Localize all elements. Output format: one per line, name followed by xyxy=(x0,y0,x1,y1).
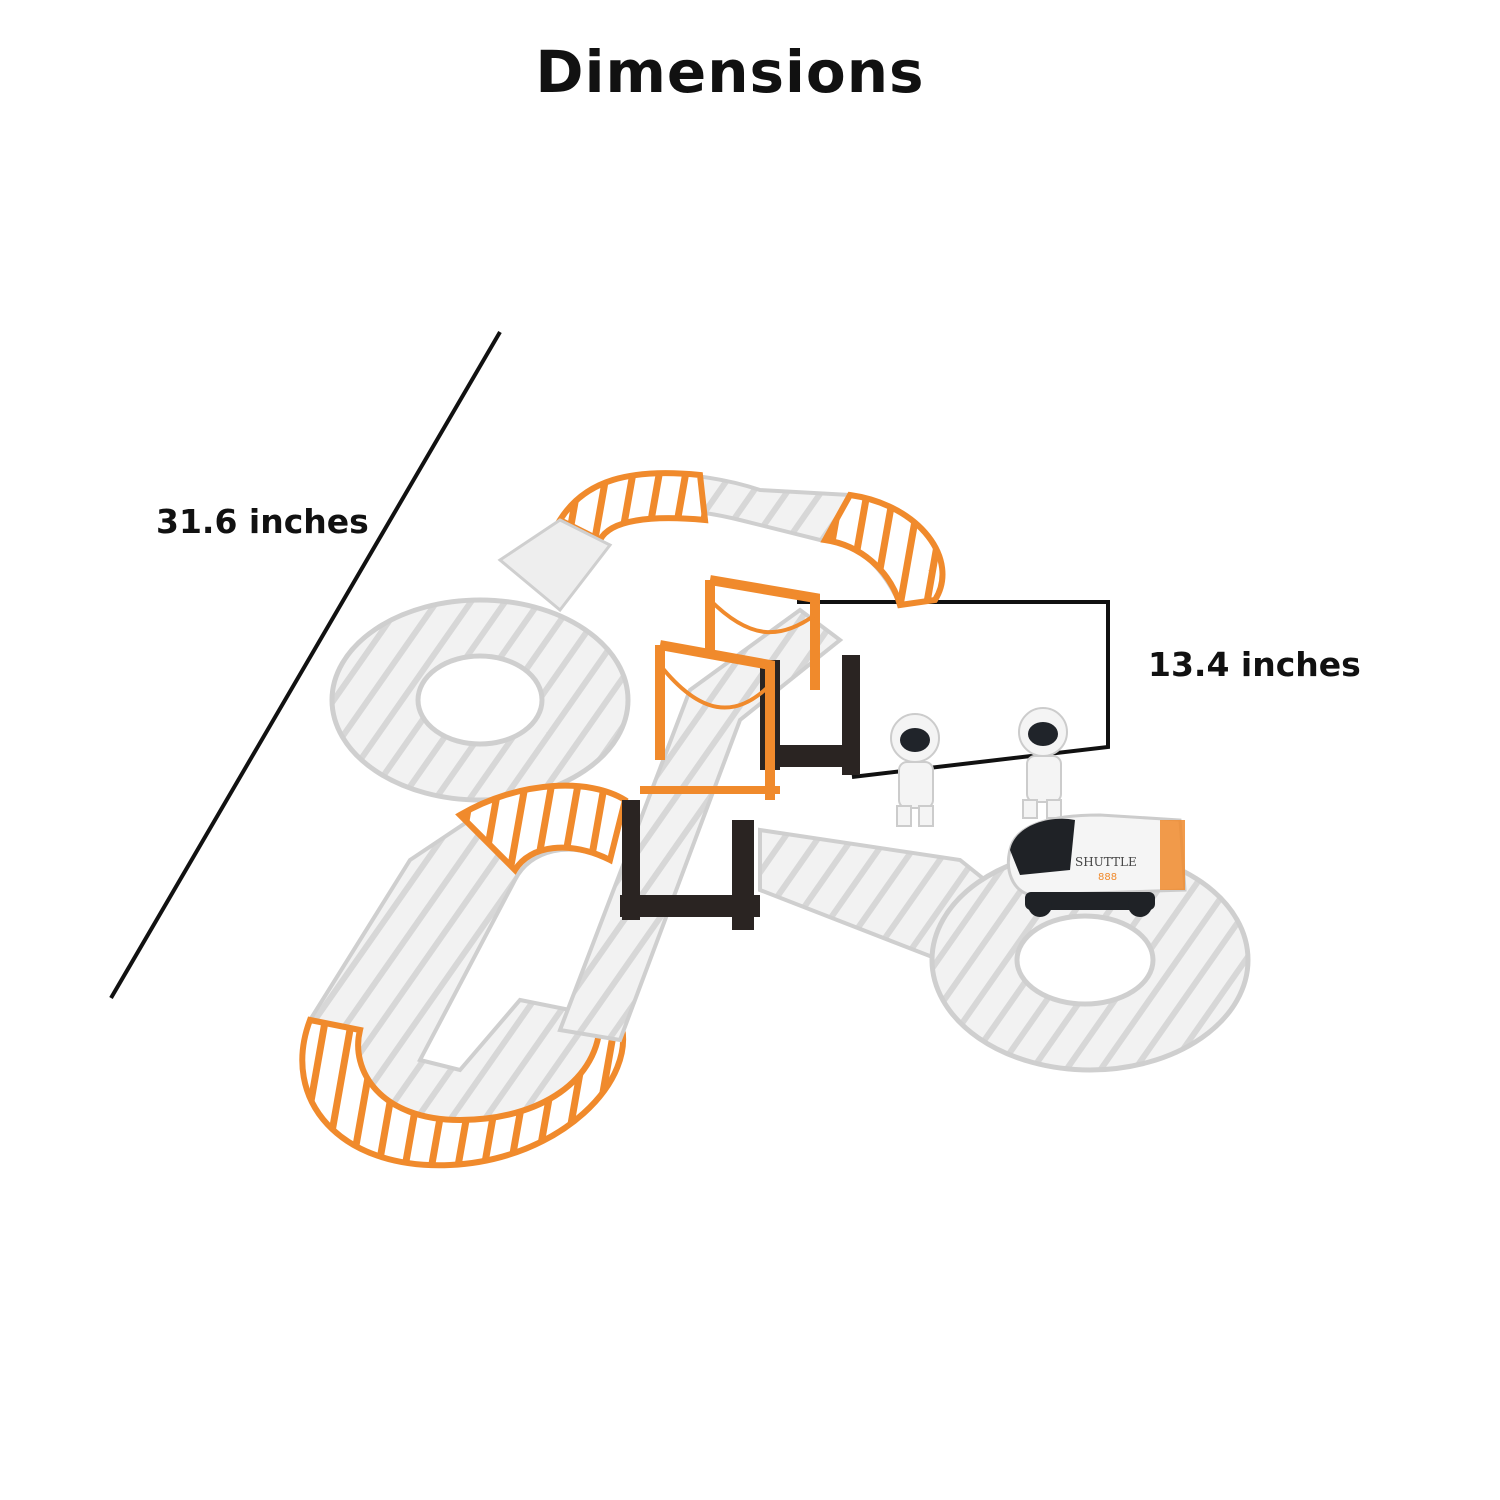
shuttle-vehicle: SHUTTLE 888 xyxy=(1006,813,1187,917)
length-dimension-label: 31.6 inches xyxy=(156,502,369,541)
astronaut-figure-left xyxy=(890,713,940,827)
right-round-platform xyxy=(758,827,1251,1073)
shuttle-number: 888 xyxy=(1098,872,1117,883)
upper-track-loop xyxy=(555,470,946,609)
left-round-platform xyxy=(329,518,631,803)
height-dimension-label: 13.4 inches xyxy=(1148,645,1361,684)
shuttle-text: SHUTTLE xyxy=(1075,855,1137,869)
bridge-ramp xyxy=(557,607,844,1043)
bridge-towers xyxy=(640,575,820,800)
length-dimension-line xyxy=(109,330,502,1000)
height-dimension-line xyxy=(797,600,1110,779)
lower-track-loop xyxy=(299,782,629,1169)
astronaut-figure-right xyxy=(1018,707,1068,819)
page-title: Dimensions xyxy=(535,38,925,106)
